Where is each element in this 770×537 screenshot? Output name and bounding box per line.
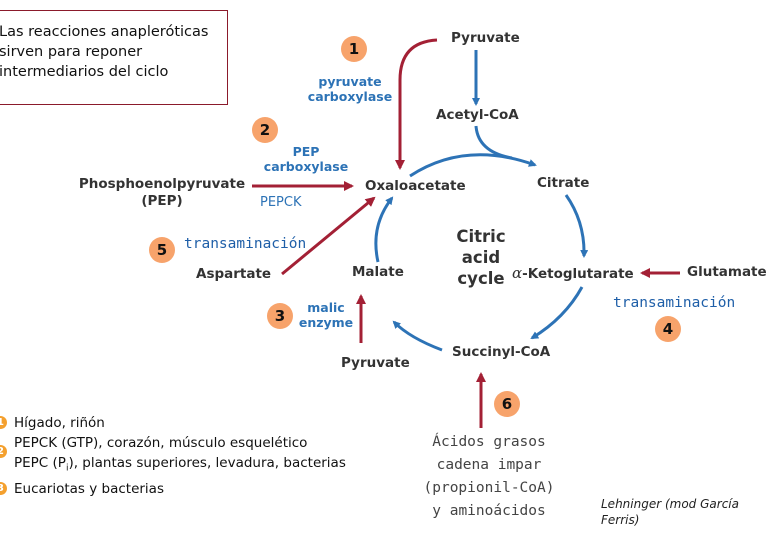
enzyme-pepck: PEPCK bbox=[260, 195, 302, 210]
source-credit: Lehninger (mod García Ferris) bbox=[601, 496, 739, 528]
enzyme-pyruvate-carboxylase: pyruvate carboxylase bbox=[300, 74, 400, 104]
cycle-title: Citric acid cycle bbox=[436, 226, 526, 289]
note-marker-1: 1 bbox=[0, 416, 7, 429]
cycle-arc-succinyl-malate bbox=[392, 320, 443, 352]
note-row-1: 1 Hígado, riñón bbox=[0, 413, 346, 433]
transamination-right: transaminación bbox=[613, 295, 736, 311]
pep-abbr: (PEP) bbox=[141, 193, 183, 209]
enzyme-pep-carboxylase: PEP carboxylase bbox=[256, 144, 356, 174]
note-text-1: Hígado, riñón bbox=[14, 415, 105, 431]
cycle-title-line: Citric bbox=[456, 227, 506, 246]
fatty-acid-sources: Ácidos grasos cadena impar (propionil-Co… bbox=[404, 431, 574, 523]
note-marker-2: 2 bbox=[0, 445, 7, 458]
metabolite-alpha-ketoglutarate: α-Ketoglutarate bbox=[512, 264, 634, 282]
cycle-arc-citrate-ketoglutarate bbox=[564, 194, 589, 258]
badge-6: 6 bbox=[494, 391, 520, 417]
note-row-2a: 2 PEPCK (GTP), corazón, músculo esquelét… bbox=[0, 433, 346, 458]
note-line: sirven para reponer bbox=[0, 44, 143, 60]
line-acetylcoa-citrate bbox=[474, 125, 513, 160]
metabolite-acetyl-coa: Acetyl-CoA bbox=[436, 107, 519, 123]
cycle-arcs bbox=[374, 153, 589, 352]
cycle-arc-oxaloacetate-citrate bbox=[409, 153, 537, 178]
enzyme-line: carboxylase bbox=[307, 89, 393, 104]
badge-4: 4 bbox=[655, 316, 681, 342]
metabolite-malate: Malate bbox=[352, 264, 404, 280]
enzyme-line: malic bbox=[307, 300, 345, 315]
note-marker-3: 3 bbox=[0, 481, 7, 495]
note-text-2b-post: ), plantas superiores, levadura, bacteri… bbox=[68, 455, 346, 471]
fatty-line: (propionil-CoA) bbox=[423, 480, 555, 496]
metabolite-succinyl-coa: Succinyl-CoA bbox=[452, 344, 551, 360]
enzyme-line: carboxylase bbox=[263, 159, 349, 174]
anaplerotic-note-box: Las reacciones anapleróticas sirven para… bbox=[0, 10, 228, 105]
fatty-line: Ácidos grasos bbox=[432, 434, 546, 450]
metabolite-aspartate: Aspartate bbox=[196, 266, 272, 282]
fatty-line: y aminoácidos bbox=[432, 503, 546, 519]
organism-notes: 1 Hígado, riñón 2 PEPCK (GTP), corazón, … bbox=[0, 413, 346, 499]
badge-5: 5 bbox=[149, 237, 175, 263]
note-line: intermediarios del ciclo bbox=[0, 64, 169, 80]
badge-3: 3 bbox=[267, 303, 293, 329]
note-line: Las reacciones anapleróticas bbox=[0, 24, 209, 40]
arrow-aspartate-oxaloacetate bbox=[281, 196, 376, 276]
enzyme-line: PEP bbox=[292, 144, 320, 159]
note-text-2a: PEPCK (GTP), corazón, músculo esquelétic… bbox=[14, 435, 308, 451]
metabolite-pyruvate-top: Pyruvate bbox=[451, 30, 520, 46]
pep-name: Phosphoenolpyruvate bbox=[78, 176, 246, 192]
fatty-line: cadena impar bbox=[436, 457, 542, 473]
note-text-2b-pre: PEPC (P bbox=[14, 455, 66, 471]
metabolite-pep: Phosphoenolpyruvate (PEP) bbox=[78, 176, 246, 210]
note-row-3: 3 Eucariotas y bacterias bbox=[0, 479, 346, 499]
ketoglutarate-text: -Ketoglutarate bbox=[522, 266, 634, 282]
badge-1: 1 bbox=[341, 36, 367, 62]
alpha-symbol: α bbox=[512, 264, 523, 282]
enzyme-line: pyruvate bbox=[318, 74, 382, 89]
enzyme-malic-enzyme: malic enzyme bbox=[296, 300, 356, 330]
metabolite-glutamate: Glutamate bbox=[687, 264, 767, 280]
metabolite-oxaloacetate: Oxaloacetate bbox=[365, 178, 466, 194]
credit-line: Lehninger (mod García bbox=[601, 497, 739, 511]
metabolite-citrate: Citrate bbox=[537, 175, 590, 191]
enzyme-line: enzyme bbox=[298, 315, 354, 330]
arrow-pyruvate-carboxylase bbox=[395, 38, 438, 170]
cycle-arc-malate-oxaloacetate bbox=[374, 196, 394, 263]
note-text-3: Eucariotas y bacterias bbox=[14, 480, 164, 497]
metabolite-pyruvate-bottom: Pyruvate bbox=[341, 355, 410, 371]
cycle-title-line: cycle bbox=[457, 269, 505, 288]
badge-2: 2 bbox=[252, 117, 278, 143]
note-text-2b-sub: i bbox=[65, 463, 69, 474]
note-row-2b: PEPC (Pi), plantas superiores, levadura,… bbox=[0, 453, 346, 479]
cycle-arc-ketoglutarate-succinyl bbox=[530, 286, 584, 340]
credit-line: Ferris) bbox=[601, 513, 640, 527]
cycle-title-line: acid bbox=[461, 248, 501, 267]
transamination-left: transaminación bbox=[184, 236, 307, 252]
